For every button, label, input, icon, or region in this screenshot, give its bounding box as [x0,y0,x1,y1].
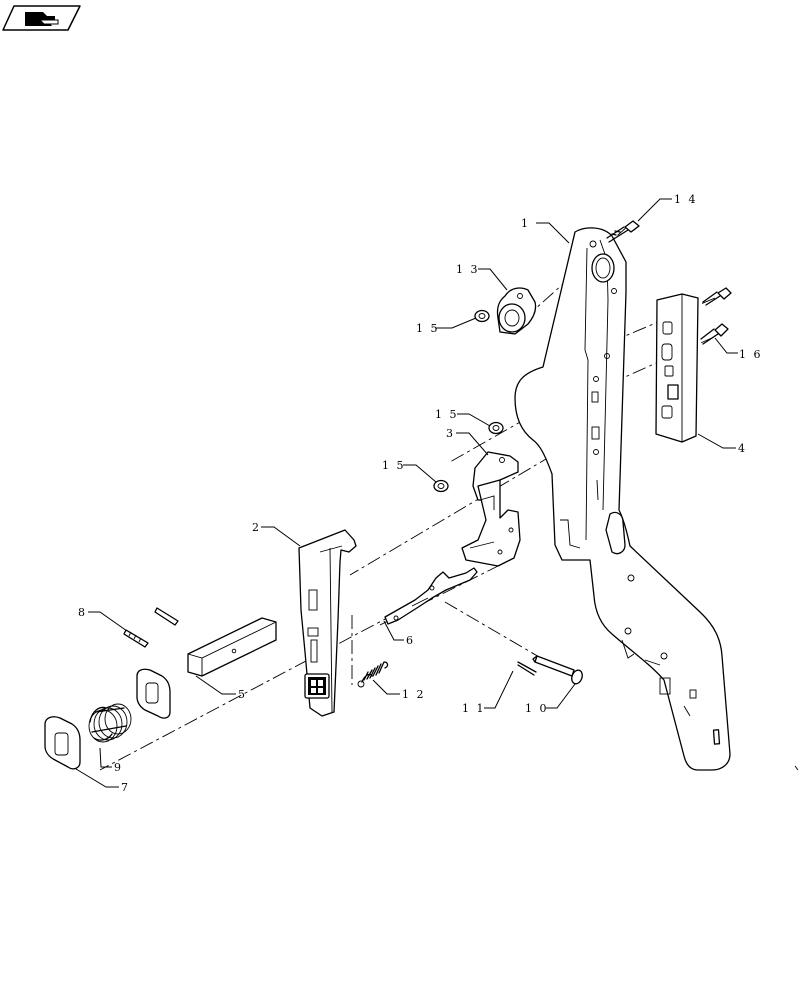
callout-5: 5 [238,688,247,701]
callout-11: 1 1 [462,702,486,715]
nut-15c [433,479,449,493]
washer-b [44,716,81,770]
leader-lines [75,198,738,788]
corner-mark [794,765,799,771]
main-bracket [514,227,731,771]
callout-13: 1 3 [456,263,480,276]
callout-7: 7 [121,781,130,794]
callout-labels: 1 1 4 1 3 1 5 1 6 1 5 3 4 1 5 2 8 6 5 1 … [78,193,763,794]
callout-6: 6 [406,634,415,647]
rotary-latch [496,287,537,335]
nut-15a [474,309,490,323]
washer-a [136,668,171,719]
screw-16a [702,287,732,306]
callout-15-top: 1 5 [416,322,440,335]
callout-8: 8 [78,606,87,619]
nut-15b [488,421,504,435]
latch-lever [384,567,478,625]
cotter-pin [517,661,537,676]
compression-spring [88,703,132,743]
latch-bracket [461,451,521,567]
callout-10: 1 0 [525,702,549,715]
slide-block [187,617,277,677]
roll-pin-b [123,629,149,648]
callout-3: 3 [446,427,455,440]
mounting-plate [655,293,699,443]
callout-15-low: 1 5 [382,459,406,472]
callout-14: 1 4 [674,193,698,206]
screw-14 [606,220,640,243]
callout-15-mid: 1 5 [435,408,459,421]
callout-4: 4 [738,442,747,455]
callout-2: 2 [252,521,261,534]
clevis-pin [532,655,583,685]
screw-16b [700,323,729,345]
callout-9: 9 [114,761,123,774]
callout-12: 1 2 [402,688,426,701]
callout-16: 1 6 [739,348,763,361]
roll-pin-a [154,607,179,626]
back-page-icon[interactable] [2,5,81,31]
callout-1: 1 [521,217,530,230]
extension-spring [357,661,389,688]
release-handle [298,529,357,717]
